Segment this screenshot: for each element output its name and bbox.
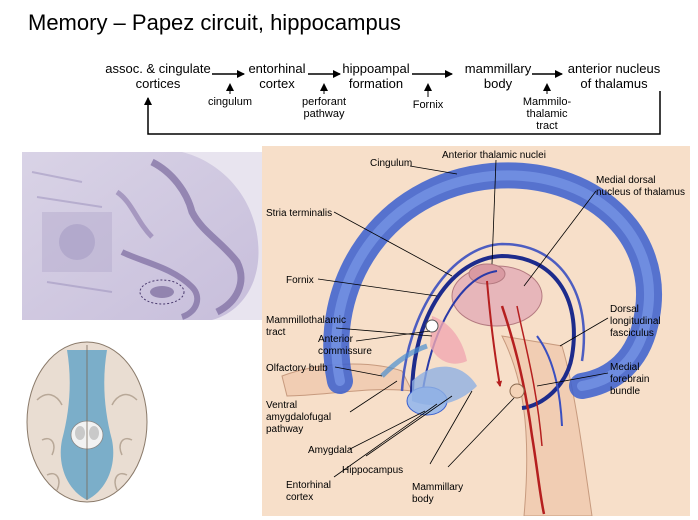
label-mammillothalamic-1: Mammillothalamic bbox=[266, 315, 346, 326]
histology-coronal-section-image bbox=[22, 152, 262, 320]
label-hippocampus: Hippocampus bbox=[342, 465, 403, 476]
label-entorhinal-1: Entorhinal bbox=[286, 480, 331, 491]
anterior-commissure-shape bbox=[426, 320, 438, 332]
label-olfactory-bulb: Olfactory bulb bbox=[266, 363, 328, 374]
label-ventral-amyg-1: Ventral bbox=[266, 400, 297, 411]
label-medial-forebrain-2: forebrain bbox=[610, 374, 649, 385]
label-dorsal-longitudinal-1: Dorsal bbox=[610, 304, 639, 315]
label-stria-terminalis: Stria terminalis bbox=[266, 208, 332, 219]
mammillary-body-shape bbox=[510, 384, 524, 398]
label-cingulum: Cingulum bbox=[370, 158, 412, 169]
limbic-system-diagram: Cingulum Anterior thalamic nuclei Medial… bbox=[262, 146, 690, 516]
label-anterior-commissure-2: commissure bbox=[318, 346, 372, 357]
label-ventral-amyg-3: pathway bbox=[266, 424, 303, 435]
label-medial-dorsal-2: nucleus of thalamus bbox=[596, 187, 685, 198]
label-anterior-thalamic-nuclei: Anterior thalamic nuclei bbox=[442, 150, 546, 161]
label-dorsal-longitudinal-3: fasciculus bbox=[610, 328, 654, 339]
label-anterior-commissure-1: Anterior bbox=[318, 334, 354, 345]
label-mammillary-1: Mammillary bbox=[412, 482, 463, 493]
label-medial-forebrain-1: Medial bbox=[610, 362, 639, 373]
label-medial-forebrain-3: bundle bbox=[610, 386, 640, 397]
flow-arrows bbox=[0, 0, 698, 140]
label-amygdala: Amygdala bbox=[308, 445, 353, 456]
feedback-loop-arrow bbox=[148, 91, 660, 134]
label-fornix: Fornix bbox=[286, 275, 314, 286]
label-medial-dorsal-1: Medial dorsal bbox=[596, 175, 655, 186]
label-mammillary-2: body bbox=[412, 494, 434, 505]
label-dorsal-longitudinal-2: longitudinal bbox=[610, 316, 661, 327]
label-mammillothalamic-2: tract bbox=[266, 327, 286, 338]
label-ventral-amyg-2: amygdalofugal bbox=[266, 412, 331, 423]
brain-ventral-view-image bbox=[22, 340, 152, 505]
label-entorhinal-2: cortex bbox=[286, 492, 313, 503]
